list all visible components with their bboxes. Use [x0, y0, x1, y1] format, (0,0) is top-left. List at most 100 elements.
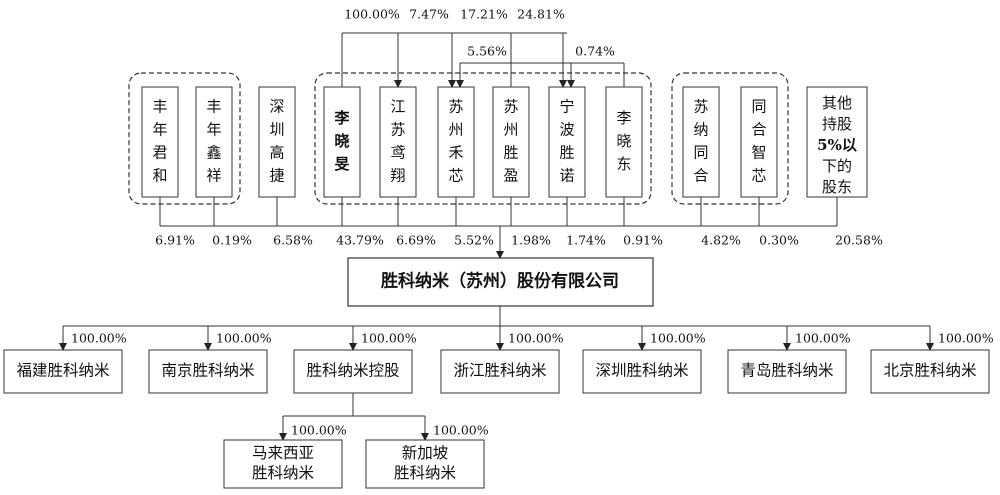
subsidiary-name-nanjing: 南京胜科纳米 [161, 362, 254, 380]
other-shareholders-line: 下的 [822, 157, 852, 175]
shareholder-name-char: 胜 [503, 144, 518, 162]
shareholder-name-char: 捷 [269, 167, 284, 185]
shareholder-name-char: 胜 [559, 144, 574, 162]
control-label-dong-to-shengnuo: 0.74% [575, 44, 615, 59]
stake-label-li-xiaomin: 43.79% [336, 233, 384, 248]
shareholder-name-char: 州 [448, 121, 463, 139]
shareholder-box-shenzhen-gaojie [258, 86, 296, 198]
shareholder-name-char: 芯 [751, 167, 766, 185]
holding-stake-malaysia: 100.00% [291, 423, 347, 438]
holding-sub-box-singapore [365, 439, 485, 489]
subsidiary-stake-zhejiang: 100.00% [508, 331, 564, 346]
stake-label-li-xiaodong: 0.91% [623, 233, 663, 248]
shareholder-name-char: 年 [152, 121, 167, 139]
shareholder-name-char: 深 [269, 98, 284, 116]
shareholder-name-char: 合 [751, 121, 766, 139]
shareholder-name-char: 晓 [334, 132, 349, 150]
group-outline-actual-controller [314, 72, 652, 205]
holding-sub-box-malaysia [223, 439, 343, 489]
stake-label-tonghe-zhixin: 0.30% [759, 233, 799, 248]
shareholder-box-other-shareholders [806, 86, 868, 198]
company-box [347, 257, 654, 307]
subsidiary-box-holding [293, 349, 413, 394]
subsidiary-box-fujian [3, 349, 123, 394]
shareholder-box-fengnian-xinxiang [195, 86, 233, 198]
group-outline-fengnian [128, 72, 241, 205]
stake-label-suzhou-hexin: 5.52% [454, 233, 494, 248]
stake-label-other-shareholders: 20.58% [835, 233, 883, 248]
shareholder-name-char: 晓 [616, 132, 631, 150]
shareholder-name-char: 苏 [448, 98, 463, 116]
subsidiary-name-beijing: 北京胜科纳米 [883, 362, 976, 380]
subsidiary-name-shenzhen: 深圳胜科纳米 [595, 362, 688, 380]
shareholder-name-char: 丰 [152, 98, 167, 116]
control-label-shengying-to-hexin: 17.21% [460, 7, 508, 22]
stake-label-fengnian-junhe: 6.91% [155, 233, 195, 248]
company-name: 胜科纳米（苏州）股份有限公司 [381, 271, 619, 292]
shareholder-name-char: 盈 [503, 167, 518, 185]
other-shareholders-line: 股东 [822, 178, 852, 196]
shareholder-name-char: 李 [333, 109, 350, 127]
shareholder-name-char: 同 [751, 98, 766, 116]
shareholder-name-char: 智 [751, 144, 766, 162]
shareholder-box-suna-tonghe [682, 86, 720, 198]
shareholder-name-char: 苏 [503, 98, 518, 116]
subsidiary-box-shenzhen [582, 349, 702, 394]
shareholder-box-tonghe-zhixin [740, 86, 778, 198]
control-label-dong-to-hexin: 5.56% [467, 44, 507, 59]
shareholder-name-char: 和 [152, 167, 167, 185]
shareholder-name-char: 诺 [559, 167, 574, 185]
shareholder-box-fengnian-junhe [141, 86, 179, 198]
shareholder-box-li-xiaomin [323, 86, 361, 198]
other-shareholders-line: 5%以 [817, 136, 857, 154]
shareholder-name-char: 纳 [693, 121, 708, 139]
shareholder-name-char: 合 [693, 167, 708, 185]
shareholder-name-char: 旻 [334, 155, 349, 173]
shareholder-name-char: 祥 [206, 167, 221, 185]
subsidiary-stake-qingdao: 100.00% [795, 331, 851, 346]
shareholder-name-char: 鑫 [206, 144, 221, 162]
holding-sub-name-malaysia: 胜科纳米 [252, 464, 314, 482]
shareholder-name-char: 高 [269, 144, 284, 162]
other-shareholders-line: 持股 [822, 115, 852, 133]
stake-label-suna-tonghe: 4.82% [701, 233, 741, 248]
shareholder-name-char: 李 [616, 109, 631, 127]
stake-label-ningbo-shengnuo: 1.74% [566, 233, 606, 248]
stake-label-shenzhen-gaojie: 6.58% [273, 233, 313, 248]
subsidiary-name-fujian: 福建胜科纳米 [16, 362, 109, 380]
shareholder-box-suzhou-hexin [437, 86, 475, 198]
shareholder-name-char: 年 [206, 121, 221, 139]
shareholder-name-char: 芯 [448, 167, 463, 185]
subsidiary-box-zhejiang [440, 349, 560, 394]
subsidiary-name-zhejiang: 浙江胜科纳米 [453, 362, 546, 380]
subsidiary-stake-shenzhen: 100.00% [650, 331, 706, 346]
other-shareholders-line: 其他 [822, 94, 852, 112]
subsidiary-stake-fujian: 100.00% [71, 331, 127, 346]
shareholder-name-char: 苏 [693, 98, 708, 116]
subsidiary-stake-nanjing: 100.00% [216, 331, 272, 346]
shareholder-name-char: 州 [503, 121, 518, 139]
subsidiary-box-nanjing [148, 349, 268, 394]
shareholder-name-char: 君 [152, 144, 167, 162]
holding-sub-name-singapore: 胜科纳米 [394, 464, 456, 482]
stake-label-suzhou-shengying: 1.98% [511, 233, 551, 248]
control-label-li-to-yuanxiang: 100.00% [344, 7, 400, 22]
holding-sub-name-malaysia: 马来西亚 [252, 444, 314, 462]
shareholder-name-char: 翔 [390, 167, 405, 185]
shareholder-box-ningbo-shengnuo [548, 86, 586, 198]
stake-label-jiangsu-yuanxiang: 6.69% [396, 233, 436, 248]
shareholder-name-char: 同 [693, 144, 708, 162]
shareholder-name-char: 苏 [390, 121, 405, 139]
shareholder-name-char: 东 [616, 155, 631, 173]
subsidiary-box-beijing [870, 349, 990, 394]
holding-stake-singapore: 100.00% [433, 423, 489, 438]
subsidiary-stake-holding: 100.00% [361, 331, 417, 346]
control-label-li-to-hexin: 7.47% [409, 7, 449, 22]
holding-sub-name-singapore: 新加坡 [402, 444, 449, 462]
subsidiary-box-qingdao [727, 349, 847, 394]
shareholder-name-char: 江 [390, 98, 405, 116]
subsidiary-name-qingdao: 青岛胜科纳米 [740, 362, 833, 380]
subsidiary-stake-beijing: 100.00% [938, 331, 994, 346]
shareholder-name-char: 鸢 [390, 144, 405, 162]
stake-label-fengnian-xinxiang: 0.19% [212, 233, 252, 248]
